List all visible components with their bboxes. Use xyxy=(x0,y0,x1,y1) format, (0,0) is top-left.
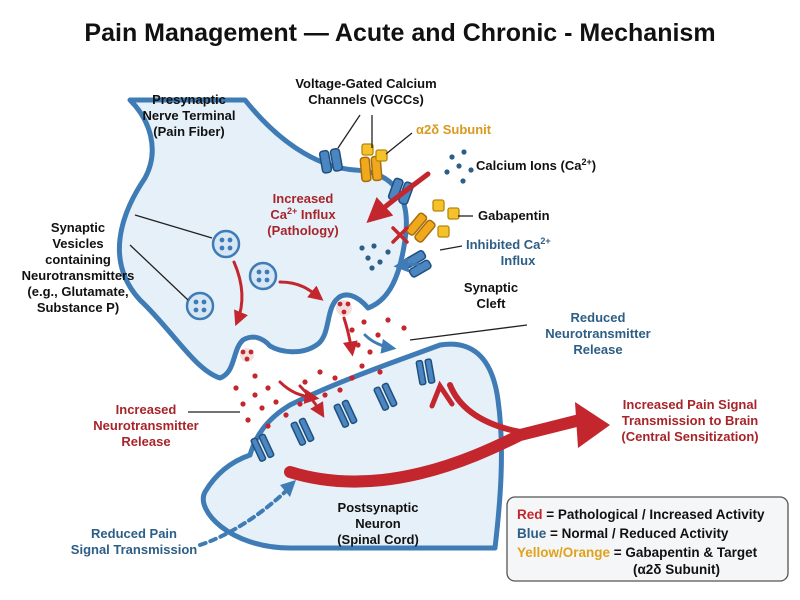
blue-arrows xyxy=(363,257,420,354)
pain-signal-arrow xyxy=(284,380,610,488)
presynaptic-terminal xyxy=(117,97,409,381)
svg-text:Cleft: Cleft xyxy=(477,296,507,311)
vgcc-channel-1 xyxy=(318,147,344,174)
svg-text:(Central Sensitization): (Central Sensitization) xyxy=(621,429,758,444)
legend-red: Red = Pathological / Increased Activity xyxy=(517,507,765,522)
red-arrows xyxy=(232,171,431,418)
label-reduced-nt: Reduced Neurotransmitter Release xyxy=(545,310,650,357)
label-gabapentin: Gabapentin xyxy=(478,208,550,223)
svg-text:Inhibited Ca2+: Inhibited Ca2+ xyxy=(466,236,551,252)
label-increased-nt: Increased Neurotransmitter Release xyxy=(93,402,198,449)
label-postsynaptic: Postsynaptic Neuron (Spinal Cord) xyxy=(337,500,419,547)
legend-yellow-line2: (α2δ Subunit) xyxy=(633,562,720,577)
vesicle xyxy=(185,291,215,321)
svg-text:Neurotransmitter: Neurotransmitter xyxy=(545,326,650,341)
svg-text:Synaptic: Synaptic xyxy=(51,220,105,235)
legend-yellow: Yellow/Orange = Gabapentin & Target xyxy=(517,545,758,560)
svg-text:Increased: Increased xyxy=(116,402,177,417)
svg-text:(Pathology): (Pathology) xyxy=(267,223,339,238)
svg-text:Postsynaptic: Postsynaptic xyxy=(338,500,419,515)
svg-text:(Pain Fiber): (Pain Fiber) xyxy=(153,124,225,139)
alpha2delta-subunits xyxy=(361,143,460,238)
label-vgcc: Voltage-Gated Calcium Channels (VGCCs) xyxy=(295,76,436,107)
svg-text:Neuron: Neuron xyxy=(355,516,401,531)
svg-text:Transmission to Brain: Transmission to Brain xyxy=(622,413,759,428)
leader-lines xyxy=(129,114,528,413)
svg-text:Increased Pain Signal: Increased Pain Signal xyxy=(623,397,757,412)
svg-text:(Spinal Cord): (Spinal Cord) xyxy=(337,532,419,547)
label-increased-influx: Increased Ca2+ Influx (Pathology) xyxy=(267,191,339,238)
svg-text:Nerve Terminal: Nerve Terminal xyxy=(143,108,236,123)
svg-text:Voltage-Gated Calcium: Voltage-Gated Calcium xyxy=(295,76,436,91)
label-vesicles: Synaptic Vesicles containing Neurotransm… xyxy=(22,220,135,315)
label-presynaptic: Presynaptic Nerve Terminal (Pain Fiber) xyxy=(143,92,236,139)
svg-text:Presynaptic: Presynaptic xyxy=(152,92,226,107)
label-reduced-pain: Reduced Pain Signal Transmission xyxy=(71,526,197,557)
vesicle xyxy=(248,261,278,291)
svg-text:Neurotransmitters: Neurotransmitters xyxy=(22,268,135,283)
legend-blue: Blue = Normal / Reduced Activity xyxy=(517,526,729,541)
svg-text:Ca2+ Influx: Ca2+ Influx xyxy=(270,206,336,222)
postsynaptic-receptors xyxy=(250,358,436,462)
label-a2d: α2δ Subunit xyxy=(416,122,492,137)
svg-text:Influx: Influx xyxy=(501,253,536,268)
svg-text:Synaptic: Synaptic xyxy=(464,280,518,295)
label-cleft: Synaptic Cleft xyxy=(464,280,518,311)
page-title: Pain Management — Acute and Chronic - Me… xyxy=(84,19,715,47)
svg-text:Release: Release xyxy=(573,342,622,357)
label-pain-signal: Increased Pain Signal Transmission to Br… xyxy=(621,397,758,444)
svg-text:Neurotransmitter: Neurotransmitter xyxy=(93,418,198,433)
blocked-influx-x xyxy=(391,226,409,244)
synaptic-vesicles xyxy=(185,229,352,362)
svg-text:Signal Transmission: Signal Transmission xyxy=(71,542,197,557)
svg-text:Reduced: Reduced xyxy=(571,310,626,325)
svg-text:Release: Release xyxy=(121,434,170,449)
legend: Red = Pathological / Increased Activity … xyxy=(506,496,789,582)
svg-text:Channels (VGCCs): Channels (VGCCs) xyxy=(308,92,424,107)
label-inhibited-influx: Inhibited Ca2+ Influx xyxy=(466,236,551,268)
neurotransmitters xyxy=(233,317,407,429)
svg-text:Substance P): Substance P) xyxy=(37,300,119,315)
vgcc-channel-4 xyxy=(405,212,436,243)
svg-text:Increased: Increased xyxy=(273,191,334,206)
svg-text:Reduced Pain: Reduced Pain xyxy=(91,526,177,541)
svg-text:(e.g., Glutamate,: (e.g., Glutamate, xyxy=(27,284,128,299)
svg-text:Vesicles: Vesicles xyxy=(52,236,103,251)
vgcc-channel-2 xyxy=(359,155,383,183)
vesicle xyxy=(211,229,241,259)
label-calcium: Calcium Ions (Ca2+) xyxy=(476,157,596,173)
postsynaptic-neuron xyxy=(200,341,504,551)
svg-text:containing: containing xyxy=(45,252,111,267)
calcium-ions xyxy=(359,149,474,271)
reduced-pain-arrow xyxy=(198,480,296,547)
